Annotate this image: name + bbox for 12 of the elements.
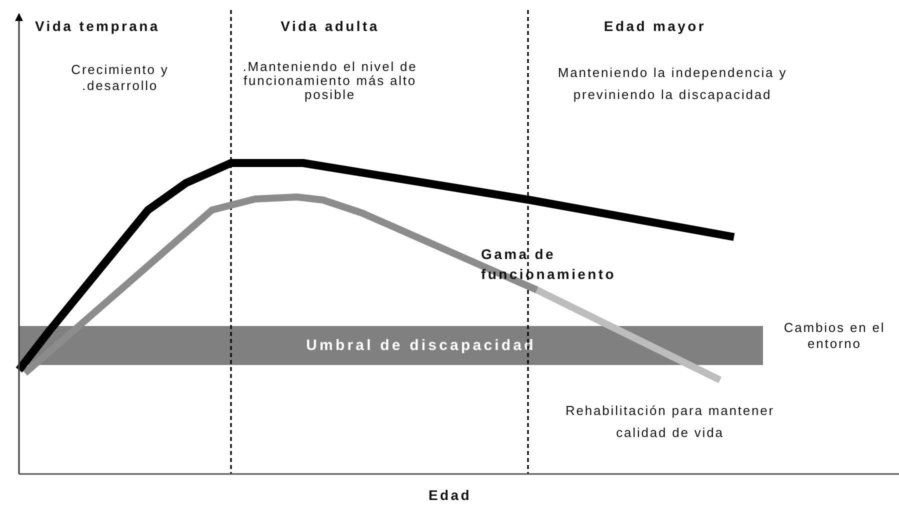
- curve-label: Gama de funcionamiento: [481, 245, 618, 284]
- threshold-band: [19, 326, 763, 365]
- section-heading: Vida temprana: [35, 17, 161, 35]
- section-description: .Manteniendo el nivel de funcionamiento más alto posible: [242, 60, 418, 102]
- axis-label: Edad: [427, 486, 473, 504]
- section-description: Manteniendo la independencia y previniendo la discapacidad: [556, 64, 788, 104]
- annotation: Cambios en el entorno: [782, 320, 886, 352]
- section-heading: Vida adulta: [280, 17, 380, 35]
- section-description: Crecimiento y .desarrollo: [70, 62, 170, 94]
- band-label: Umbral de discapacidad: [306, 337, 536, 354]
- section-heading: Edad mayor: [602, 17, 708, 35]
- annotation: Rehabilitación para mantener calidad de vida: [564, 402, 776, 442]
